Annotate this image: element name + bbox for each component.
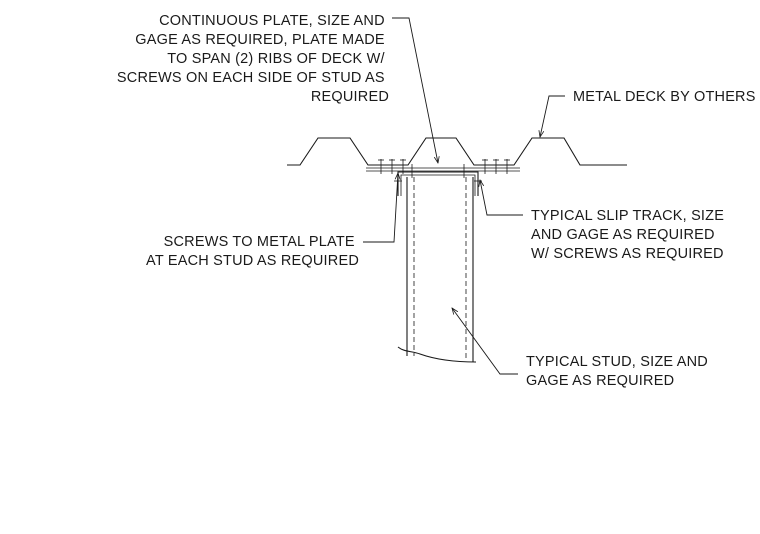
stud-note: TYPICAL STUD, SIZE AND GAGE AS REQUIRED — [526, 354, 712, 389]
screws-note: SCREWS TO METAL PLATE AT EACH STUD AS RE… — [146, 234, 359, 269]
deck-note: METAL DECK BY OTHERS — [573, 89, 756, 105]
plate-note: CONTINUOUS PLATE, SIZE AND GAGE AS REQUI… — [117, 13, 389, 105]
continuous-plate — [366, 167, 520, 172]
stud-note-leader — [452, 308, 518, 375]
screws-note-line: SCREWS TO METAL PLATE — [164, 234, 355, 250]
plate-note-line: TO SPAN (2) RIBS OF DECK W/ — [167, 51, 385, 67]
plate-note-line: SCREWS ON EACH SIDE OF STUD AS — [117, 70, 385, 86]
deck-note-line: METAL DECK BY OTHERS — [573, 89, 756, 105]
stud-note-line: GAGE AS REQUIRED — [526, 373, 674, 389]
slip-track-note-line: W/ SCREWS AS REQUIRED — [531, 246, 724, 262]
plate-note-line: CONTINUOUS PLATE, SIZE AND — [159, 13, 385, 29]
stud-note-line: TYPICAL STUD, SIZE AND — [526, 354, 708, 370]
deck-note-leader — [540, 95, 565, 137]
slip-track — [394, 164, 482, 196]
slip-track-note: TYPICAL SLIP TRACK, SIZE AND GAGE AS REQ… — [531, 208, 728, 262]
slip-track-note-line: TYPICAL SLIP TRACK, SIZE — [531, 208, 724, 224]
metal-deck-profile — [287, 137, 627, 166]
stud — [397, 177, 477, 363]
slip-track-note-leader — [480, 180, 523, 216]
plate-note-line: GAGE AS REQUIRED, PLATE MADE — [135, 32, 385, 48]
screws-note-line: AT EACH STUD AS REQUIRED — [146, 253, 359, 269]
plate-note-line: REQUIRED — [311, 89, 389, 105]
plate-note-leader — [392, 17, 438, 163]
slip-track-note-line: AND GAGE AS REQUIRED — [531, 227, 715, 243]
plate-screws — [378, 159, 510, 174]
screws-note-leader — [363, 173, 398, 243]
